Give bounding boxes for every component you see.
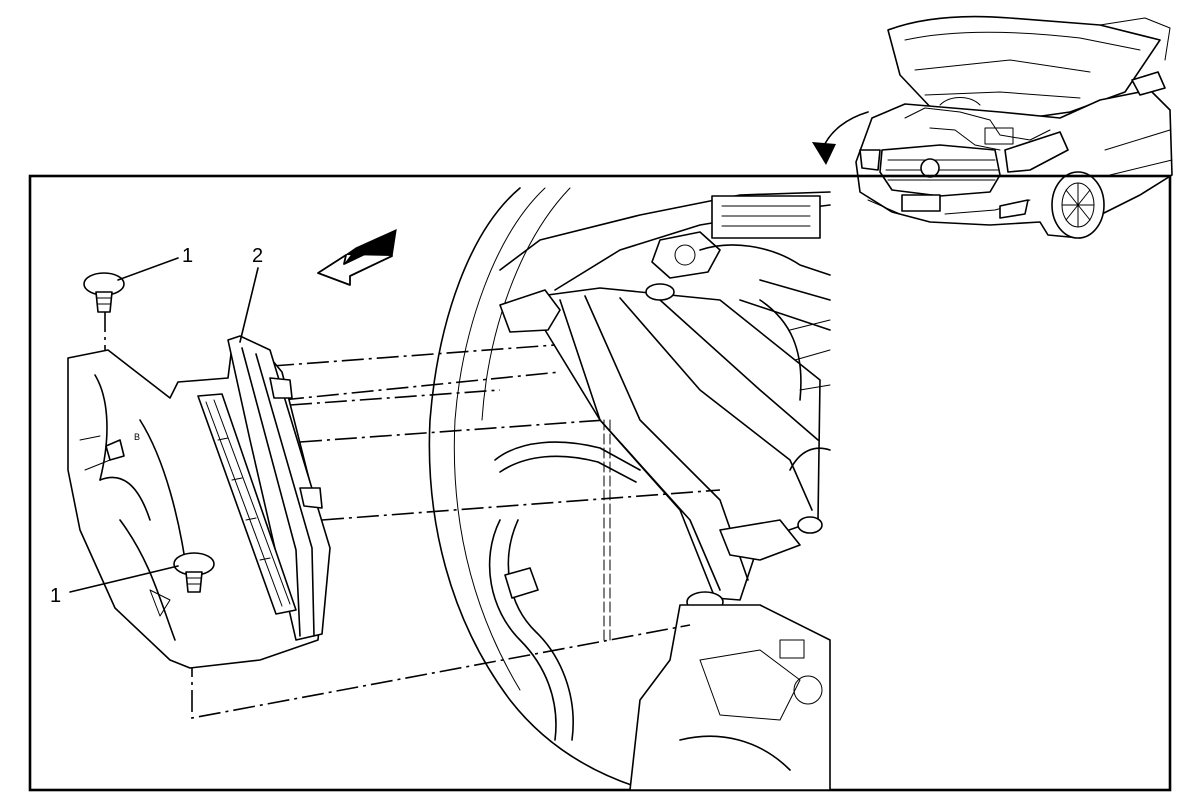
push-pin-retainer-top xyxy=(83,272,125,313)
svg-text:B: B xyxy=(134,432,140,442)
vehicle-locator-inset xyxy=(812,15,1173,239)
engine-compartment-background xyxy=(428,187,831,791)
callout-number: 1 xyxy=(182,245,193,267)
air-deflector-shield: B xyxy=(67,335,331,669)
callout-number: 2 xyxy=(252,245,263,267)
callout-1-bottom: 1 xyxy=(50,565,179,607)
callout-2: 2 xyxy=(239,245,263,343)
callout-number: 1 xyxy=(50,585,61,607)
detail-frame xyxy=(28,174,1172,792)
callout-1-top: 1 xyxy=(117,245,193,281)
direction-arrow-icon xyxy=(317,228,397,286)
push-pin-retainer-bottom xyxy=(173,552,215,593)
